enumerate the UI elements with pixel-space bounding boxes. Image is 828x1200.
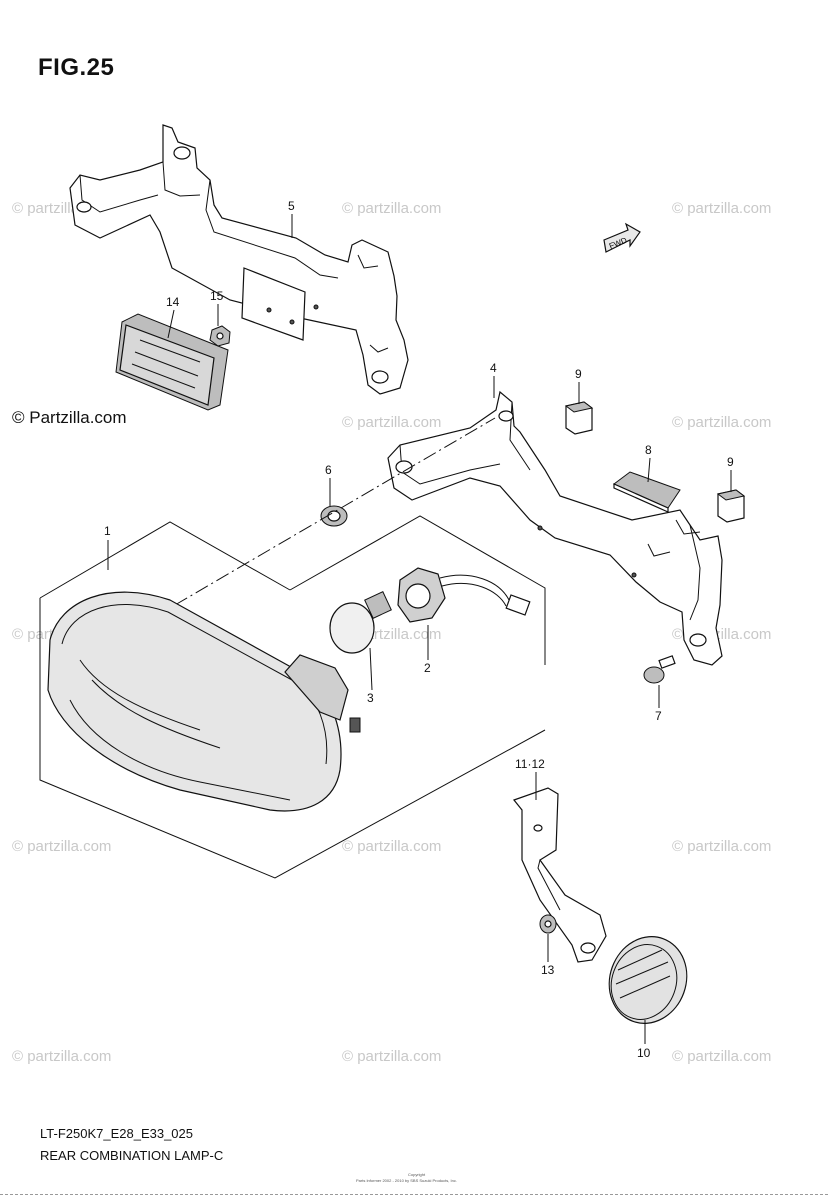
model-code: LT-F250K7_E28_E33_025 [40,1126,193,1141]
part-10-round-reflector [608,936,688,1024]
part-7-bolt [643,655,676,684]
watermark: © partzilla.com [12,1048,112,1065]
part-9-cushion-upper [564,401,594,435]
callout-4: 4 [490,361,497,375]
callout-13: 13 [541,963,555,977]
part-9-cushion-lower [716,489,746,523]
part-5-upper-bracket [69,124,409,395]
watermark: © partzilla.com [342,1048,442,1065]
part-15-nut [209,325,231,347]
callout-9-lower: 9 [727,455,734,469]
callout-3: 3 [367,691,374,705]
watermark: © partzilla.com [342,200,442,217]
watermark: © partzilla.com [342,838,442,855]
part-13-nut [539,914,557,934]
watermark: © partzilla.com [672,1048,772,1065]
part-8-pad [613,471,681,513]
callout-5: 5 [288,199,295,213]
callout-6: 6 [325,463,332,477]
watermark: © partzilla.com [672,414,772,431]
part-3-bulb [329,591,392,654]
callout-7: 7 [655,709,662,723]
part-4-lamp-bracket [387,390,723,666]
callout-8: 8 [645,443,652,457]
watermark: © partzilla.com [672,838,772,855]
part-1-tail-lamp [47,591,361,812]
bottom-divider [0,1194,828,1195]
callout-11-12: 11·12 [515,757,545,771]
part-1-callout-frame [39,515,546,879]
leader-lines [107,214,732,1044]
callout-15: 15 [210,289,224,303]
copyright-line-1: Copyright [408,1172,426,1177]
figure-title: FIG.25 [38,54,115,81]
watermark: © partzilla.com [12,838,112,855]
callout-2: 2 [424,661,431,675]
fwd-arrow-icon: FWD [603,222,641,253]
callout-9-upper: 9 [575,367,582,381]
figure-caption: REAR COMBINATION LAMP-C [40,1148,224,1163]
copyright-line-2: Parts Informer 2002 - 2010 by SBS Suzuki… [356,1178,457,1183]
callout-14: 14 [166,295,180,309]
part-2-socket [397,567,531,623]
callout-1: 1 [104,524,111,538]
callout-10: 10 [637,1046,651,1060]
part-14-reflector [115,313,229,411]
partzilla-brand-mark: © Partzilla.com [12,408,127,427]
part-6-grommet [320,505,348,527]
part-11-12-reflector-bracket [513,787,607,963]
watermark: © partzilla.com [342,414,442,431]
watermark: © partzilla.com [672,200,772,217]
